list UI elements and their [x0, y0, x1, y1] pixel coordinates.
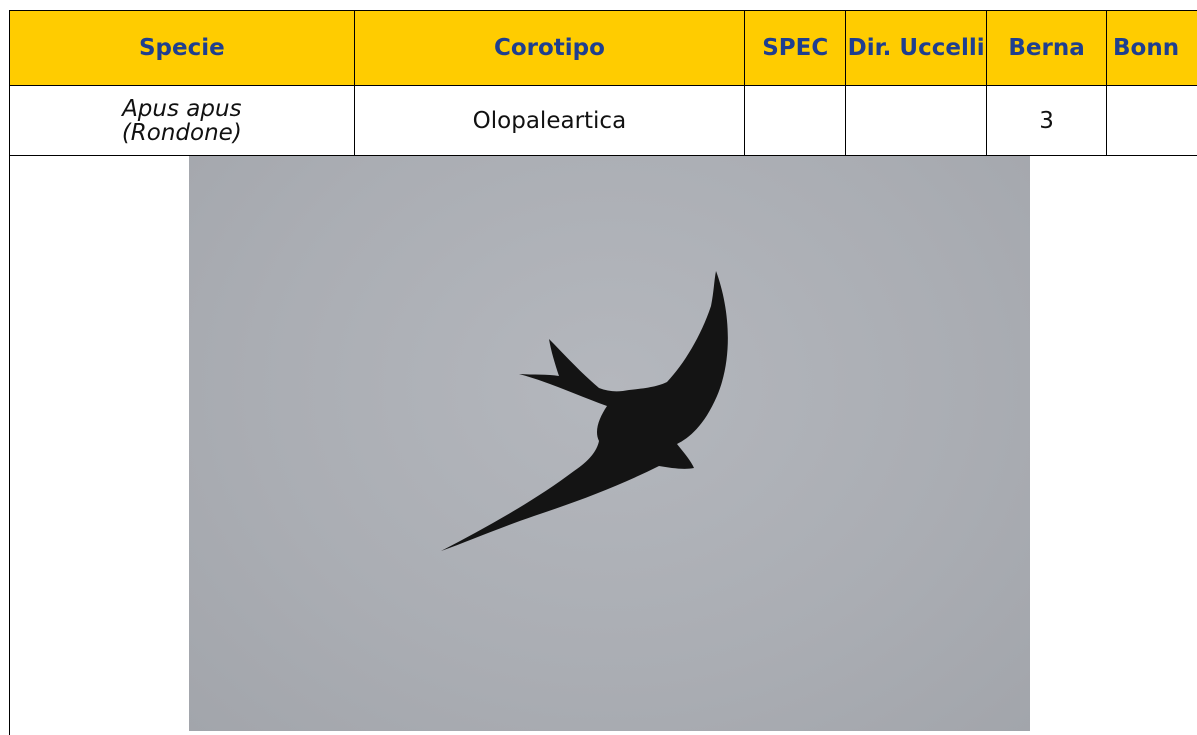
photo-cell [9, 155, 1197, 735]
header-corotipo: Corotipo [354, 11, 745, 86]
header-dir-uccelli: Dir. Uccelli [846, 11, 987, 86]
cell-specie: Apus apus (Rondone) [10, 86, 355, 156]
header-specie: Specie [10, 11, 355, 86]
cell-corotipo: Olopaleartica [354, 86, 745, 156]
header-bonn: Bonn [1107, 11, 1197, 86]
bird-silhouette [441, 271, 728, 551]
header-berna: Berna [987, 11, 1107, 86]
table-header-row: Specie Corotipo SPEC Dir. Uccelli Berna … [10, 11, 1197, 86]
cell-dir-uccelli [846, 86, 987, 156]
swift-silhouette-icon [189, 156, 1030, 731]
cell-bonn [1107, 86, 1197, 156]
cell-berna: 3 [987, 86, 1107, 156]
species-photo [189, 156, 1030, 731]
header-spec: SPEC [745, 11, 846, 86]
species-sheet: Specie Corotipo SPEC Dir. Uccelli Berna … [9, 10, 1197, 730]
table-row: Apus apus (Rondone) Olopaleartica 3 [10, 86, 1197, 156]
species-table: Specie Corotipo SPEC Dir. Uccelli Berna … [9, 10, 1197, 156]
species-common-name: (Rondone) [10, 121, 354, 145]
species-scientific-name: Apus apus [10, 97, 354, 121]
cell-spec [745, 86, 846, 156]
